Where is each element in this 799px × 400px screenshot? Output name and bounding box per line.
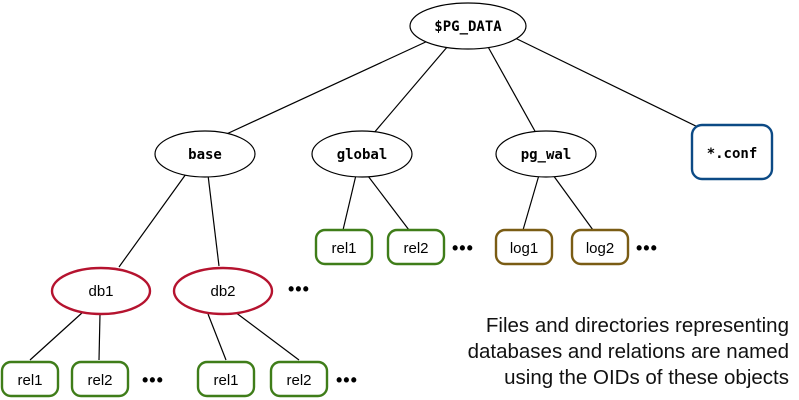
node-db2-rel2-label: rel2 (286, 372, 311, 389)
edge-global-rel2 (367, 175, 410, 231)
edge-pgdata-pgwal (486, 44, 537, 134)
edge-pgwal-log1 (522, 174, 540, 231)
node-db1-rel2-label: rel2 (87, 372, 112, 389)
db2-rel-ellipsis: ••• (336, 370, 358, 390)
edge-global-rel1 (342, 174, 357, 231)
tree-edges (29, 36, 707, 361)
node-db2-rel2: rel2 (269, 360, 329, 398)
node-db2-rel1: rel1 (196, 360, 256, 398)
edge-pgwal-log2 (552, 174, 594, 231)
node-global-rel1-label: rel1 (331, 240, 356, 257)
node-pgwal: pg_wal (495, 130, 597, 178)
node-global-rel1: rel1 (314, 228, 374, 266)
node-global-label: global (337, 147, 388, 163)
edge-db1-rel1 (29, 311, 84, 361)
node-conf: *.conf (690, 123, 774, 181)
edge-db2-rel2 (234, 311, 300, 361)
edge-base-db2 (207, 174, 220, 267)
node-pgdata-label: $PG_DATA (434, 19, 502, 35)
node-conf-label: *.conf (707, 146, 758, 162)
node-pgdata: $PG_DATA (409, 2, 527, 50)
edge-base-db1 (118, 173, 187, 268)
node-base-label: base (188, 147, 222, 163)
caption-line-2: databases and relations are named (467, 340, 789, 363)
node-db2-rel1-label: rel1 (213, 372, 238, 389)
edge-db1-rel2 (98, 313, 101, 361)
edge-db2-rel1 (207, 313, 227, 361)
global-rel-ellipsis: ••• (452, 238, 474, 258)
node-db1-label: db1 (88, 283, 113, 300)
node-db1-rel2: rel2 (70, 360, 130, 398)
node-log1: log1 (494, 228, 554, 266)
node-db1: db1 (50, 266, 152, 316)
node-base: base (154, 130, 256, 178)
db-ellipsis: ••• (288, 279, 310, 299)
wal-log-ellipsis: ••• (636, 238, 658, 258)
node-global-rel2-label: rel2 (403, 240, 428, 257)
node-log2: log2 (570, 228, 630, 266)
node-db2-label: db2 (210, 283, 235, 300)
edge-pgdata-base (219, 39, 431, 138)
diagram-caption: Files and directories representing datab… (409, 313, 789, 391)
caption-line-3: using the OIDs of these objects (504, 366, 789, 389)
node-db1-rel1-label: rel1 (17, 372, 42, 389)
caption-line-1: Files and directories representing (485, 314, 789, 337)
node-log2-label: log2 (586, 240, 614, 257)
node-db1-rel1: rel1 (0, 360, 60, 398)
node-db2: db2 (172, 266, 274, 316)
node-global-rel2: rel2 (386, 228, 446, 266)
db1-rel-ellipsis: ••• (142, 370, 164, 390)
node-log1-label: log1 (510, 240, 538, 257)
edge-pgdata-conf (512, 36, 707, 132)
node-global: global (311, 130, 413, 178)
node-pgwal-label: pg_wal (521, 147, 572, 163)
edge-pgdata-global (372, 45, 449, 135)
